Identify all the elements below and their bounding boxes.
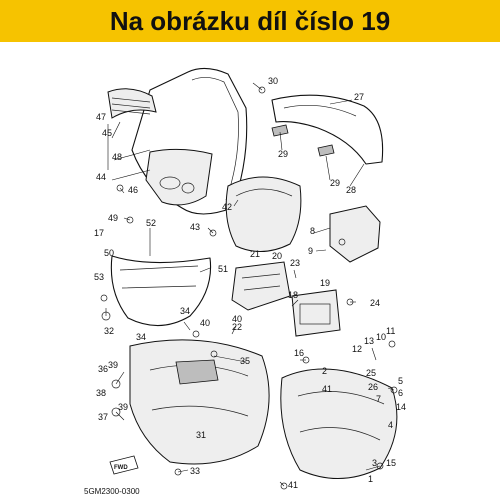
callout-16: 16 (294, 348, 304, 358)
callout-15: 15 (386, 458, 396, 468)
bracket-8 (329, 205, 381, 263)
callout-33: 33 (190, 466, 200, 476)
callout-39b: 39 (118, 402, 128, 412)
headlight (225, 176, 302, 252)
upper-cowl (145, 148, 213, 206)
callout-20: 20 (272, 251, 282, 261)
callout-34: 34 (180, 306, 190, 316)
callout-21: 21 (250, 249, 260, 259)
callout-46: 46 (128, 185, 138, 195)
callout-18: 18 (288, 290, 298, 300)
fasteners (100, 86, 398, 490)
callout-13: 13 (364, 336, 374, 346)
diagram-code: 5GM2300-0300 (84, 487, 140, 496)
callout-47: 47 (96, 112, 106, 122)
callout-29a: 29 (278, 149, 288, 159)
callout-10: 10 (376, 332, 386, 342)
vent-bracket (107, 88, 157, 119)
callout-25: 25 (366, 368, 376, 378)
callout-14: 14 (396, 402, 406, 412)
fwd-arrow-tag: FWD (109, 455, 139, 475)
callout-50: 50 (104, 248, 114, 258)
callout-27: 27 (354, 92, 364, 102)
title-banner: Na obrázku díl číslo 19 (0, 0, 500, 42)
callout-6: 6 (398, 388, 403, 398)
callout-43: 43 (190, 222, 200, 232)
callout-1: 1 (368, 474, 373, 484)
callout-40a: 40 (200, 318, 210, 328)
callout-2: 2 (322, 366, 327, 376)
callout-38: 38 (96, 388, 106, 398)
callout-3: 3 (372, 458, 377, 468)
callout-32: 32 (104, 326, 114, 336)
leg-shield (280, 368, 398, 479)
meter-cover (271, 94, 384, 165)
callout-11: 11 (386, 326, 395, 336)
meter-unit-19 (291, 289, 341, 337)
callout-44: 44 (96, 172, 106, 182)
callout-31: 31 (196, 430, 206, 440)
callout-35: 35 (240, 356, 250, 366)
exploded-parts-diagram: FWD 30 27 (84, 67, 406, 496)
callout-23: 23 (290, 258, 300, 268)
callout-41: 41 (322, 384, 332, 394)
callout-45: 45 (102, 128, 112, 138)
callout-40b: 40 (232, 314, 242, 324)
callout-9: 9 (308, 246, 313, 256)
callout-5: 5 (398, 376, 403, 386)
callout-labels: 30 27 47 45 48 44 46 29 29 28 42 49 52 1… (94, 76, 406, 490)
callout-24: 24 (370, 298, 380, 308)
callout-51: 51 (218, 264, 228, 274)
callout-4: 4 (388, 420, 393, 430)
callout-34b: 34 (136, 332, 146, 342)
callout-39a: 39 (108, 360, 118, 370)
callout-53: 53 (94, 272, 104, 282)
callout-28: 28 (346, 185, 356, 195)
banner-title: Na obrázku díl číslo 19 (109, 5, 391, 36)
callout-49: 49 (108, 213, 118, 223)
callout-52: 52 (146, 218, 156, 228)
fwd-tag-text: FWD (114, 465, 128, 471)
leader-lines (105, 82, 395, 487)
callout-7: 7 (376, 394, 381, 404)
callout-12: 12 (352, 344, 362, 354)
callout-30: 30 (268, 76, 278, 86)
callout-8: 8 (310, 226, 315, 236)
callout-36: 36 (98, 364, 108, 374)
callout-41b: 41 (288, 480, 298, 490)
callout-42: 42 (222, 202, 232, 212)
front-mask (110, 255, 212, 327)
callout-48: 48 (112, 152, 122, 162)
callout-22: 22 (232, 322, 242, 332)
callout-37: 37 (98, 412, 108, 422)
callout-17: 17 (94, 228, 104, 238)
center-cover (231, 261, 291, 311)
callout-26: 26 (368, 382, 378, 392)
front-shield (129, 339, 270, 465)
callout-19: 19 (320, 278, 330, 288)
callout-29b: 29 (330, 178, 340, 188)
